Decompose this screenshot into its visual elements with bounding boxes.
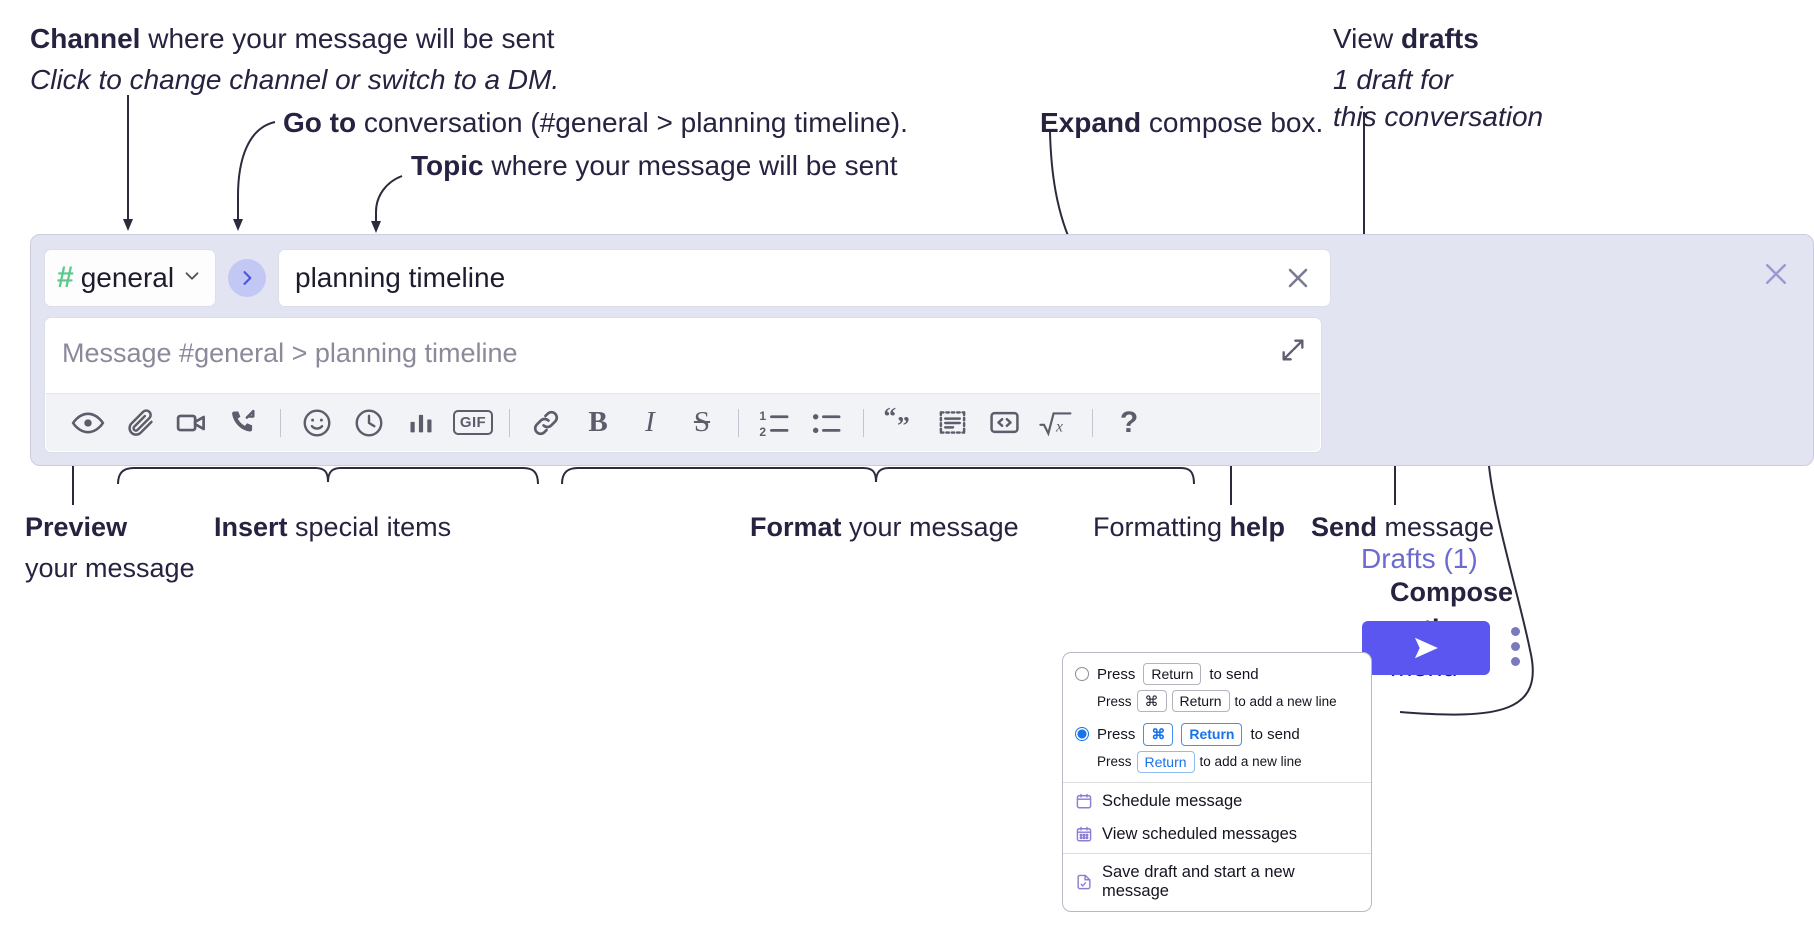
radio-unselected[interactable] [1075,667,1089,682]
math-icon[interactable]: x [1030,400,1082,446]
option1-post: to send [1209,665,1259,683]
italic-label: I [645,406,655,438]
topic-value: planning timeline [295,262,506,293]
drafts-link[interactable]: Drafts (1) [1361,543,1478,574]
calendar-clock-icon [1075,792,1093,810]
compose-header-row: # general planning timeline [44,249,1800,307]
toolbar-separator [509,408,510,437]
option2-post: to send [1250,725,1300,743]
kbd-return: Return [1143,663,1202,686]
link-icon[interactable] [520,400,572,446]
italic-icon[interactable]: I [624,400,676,446]
clear-topic-icon[interactable] [1282,262,1314,294]
send-option-1[interactable]: Press Return to send Press ⌘ Return to a… [1063,653,1371,721]
kbd-return-sub-blue: Return [1136,750,1195,773]
annotation-drafts: View drafts 1 draft for this conversatio… [1333,23,1544,133]
toolbar-separator [863,408,864,437]
svg-text:”: ” [897,410,910,439]
strikethrough-icon[interactable]: S [676,400,728,446]
option1-sub-pre: Press [1097,693,1132,709]
menu-item-view-scheduled[interactable]: View scheduled messages [1063,818,1371,853]
kbd-return-blue: Return [1181,723,1243,746]
option2-sub-post: to add a new line [1199,754,1302,770]
chevron-down-icon [181,265,203,292]
svg-text:“: “ [884,405,897,431]
topic-input[interactable]: planning timeline [278,249,1331,307]
bold-label: B [588,406,608,438]
annotation-format: Format your message [750,512,1019,542]
svg-text:2: 2 [759,424,766,438]
kbd-return-sub: Return [1171,690,1230,713]
annotation-send: Send message [1311,512,1495,542]
help-icon[interactable]: ? [1103,400,1155,446]
option1-sub-post: to add a new line [1234,693,1337,709]
annotation-goto: Go to conversation (#general > planning … [283,107,908,138]
video-camera-icon[interactable] [166,400,218,446]
annotation-help: Formatting help [1093,512,1286,542]
annotation-channel: Channel where your message will be sent … [30,23,560,95]
menu-divider [1063,852,1371,854]
toolbar-separator [280,408,281,437]
annotation-preview: Preview your message [25,512,195,584]
message-placeholder: Message #general > planning timeline [62,338,518,368]
message-input-area[interactable]: Message #general > planning timeline [44,317,1322,453]
inline-code-icon[interactable] [978,400,1030,446]
hash-icon: # [57,261,74,294]
calendar-grid-icon [1075,825,1093,843]
menu-item-label: Save draft and start a new message [1102,862,1295,900]
expand-icon[interactable] [1279,336,1307,369]
option2-sub-pre: Press [1097,754,1132,770]
gif-label: GIF [452,410,494,435]
gif-icon[interactable]: GIF [447,400,499,446]
toolbar-separator [738,408,739,437]
menu-item-label: Schedule message [1102,791,1243,810]
compose-options-icon[interactable] [1511,627,1520,666]
close-icon[interactable] [1761,259,1791,294]
radio-selected[interactable] [1075,727,1089,742]
send-button[interactable] [1362,621,1490,675]
compose-widget: # general planning timeline Message #gen… [30,234,1814,675]
send-option-2[interactable]: Press ⌘ Return to send Press Return to a… [1063,721,1371,781]
bulleted-list-icon[interactable] [801,400,853,446]
menu-divider [1063,781,1371,783]
strikethrough-label: S [693,406,711,438]
bold-icon[interactable]: B [572,400,624,446]
attachment-icon[interactable] [114,400,166,446]
annotation-topic: Topic where your message will be sent [411,150,898,181]
emoji-icon[interactable] [291,400,343,446]
kbd-command: ⌘ [1136,690,1167,713]
menu-item-save-draft[interactable]: Save draft and start a new message [1063,854,1371,911]
annotation-insert: Insert special items [214,512,452,542]
goto-conversation-button[interactable] [228,259,266,297]
save-draft-icon [1075,873,1093,891]
svg-text:x: x [1055,418,1063,435]
blockquote-icon[interactable]: “” [874,400,926,446]
option1-pre: Press [1097,665,1136,683]
toolbar-separator [1092,408,1093,437]
preview-icon[interactable] [62,400,114,446]
menu-item-schedule-message[interactable]: Schedule message [1063,783,1371,818]
code-block-icon[interactable] [926,400,978,446]
svg-text:1: 1 [759,409,766,423]
annotation-expand: Expand compose box. [1040,107,1324,138]
compose-options-menu: Press Return to send Press ⌘ Return to a… [1062,652,1372,912]
help-label: ? [1119,405,1139,439]
option2-pre: Press [1097,725,1136,743]
channel-selector[interactable]: # general [44,249,216,307]
kbd-command-blue: ⌘ [1143,723,1174,746]
menu-item-label: View scheduled messages [1102,824,1298,843]
phone-forward-icon[interactable] [218,400,270,446]
channel-name: general [80,262,175,293]
poll-icon[interactable] [395,400,447,446]
clock-icon[interactable] [343,400,395,446]
